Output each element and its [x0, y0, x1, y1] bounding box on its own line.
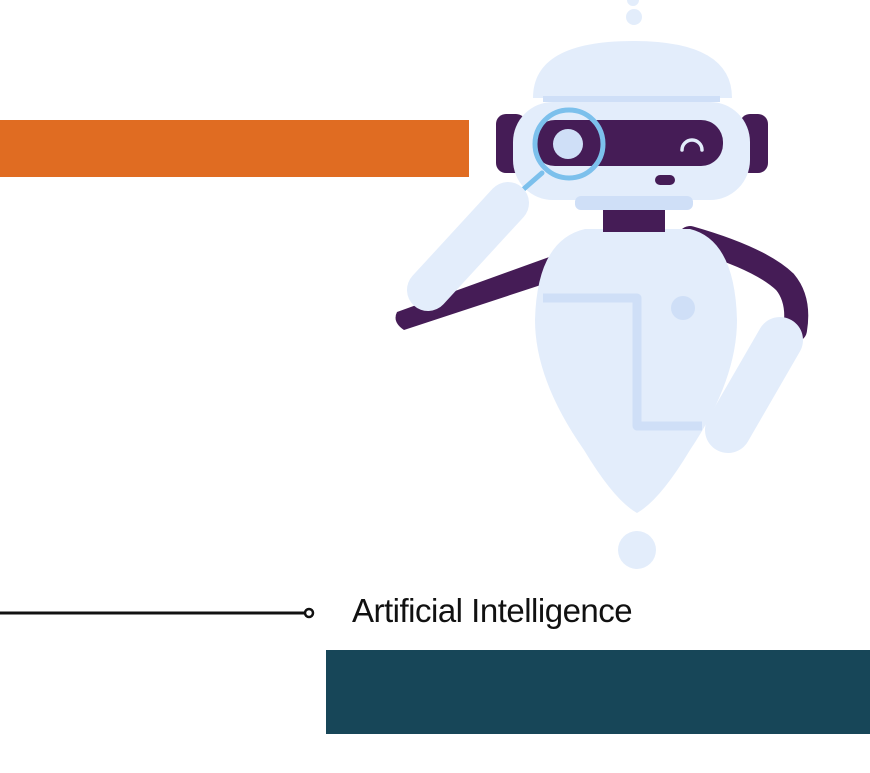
winking-eye: [680, 138, 704, 152]
dot-top: [626, 9, 642, 25]
dot-bottom: [618, 531, 656, 569]
dot-top-small: [627, 0, 639, 6]
right-hand: [705, 317, 803, 453]
visor: [533, 120, 723, 166]
chest-dot: [671, 296, 695, 320]
eye: [553, 129, 583, 159]
neck: [603, 208, 665, 232]
left-arm: [395, 256, 552, 330]
teal-accent-bar: [326, 650, 870, 734]
orange-accent-bar: [0, 120, 469, 177]
magnifier-ring: [532, 107, 606, 181]
helmet-dome: [533, 41, 732, 98]
caption-label: Artificial Intelligence: [352, 592, 633, 629]
mouth: [655, 175, 675, 185]
body-panel-line: [543, 293, 702, 431]
robot-icon: [395, 0, 809, 569]
helmet-stripe: [543, 96, 720, 102]
chin: [575, 196, 693, 210]
right-arm: [678, 226, 809, 342]
left-hand: [407, 182, 529, 311]
connector-end-dot: [303, 607, 315, 619]
